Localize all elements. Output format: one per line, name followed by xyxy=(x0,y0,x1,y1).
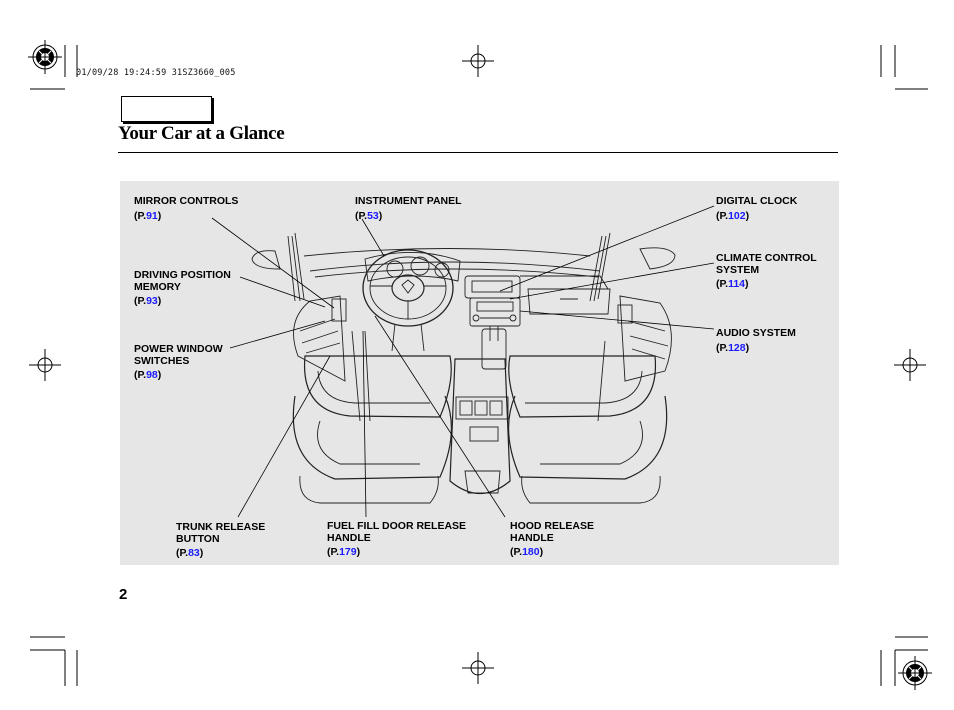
callout-power-window-switches: POWER WINDOW SWITCHES (P.98) xyxy=(134,343,223,381)
callout-leader-lines xyxy=(211,205,715,518)
callout-audio-system: AUDIO SYSTEM (P.128) xyxy=(716,327,796,354)
section-tab-box xyxy=(121,96,212,122)
page-reference-number: 91 xyxy=(146,209,158,222)
page-reference-number: 98 xyxy=(146,369,158,381)
print-timestamp: 01/09/28 19:24:59 31SZ3660_005 xyxy=(76,68,236,78)
callout-label: POWER WINDOW SWITCHES xyxy=(134,343,223,367)
page-title: Your Car at a Glance xyxy=(118,123,285,144)
page-reference-number: 93 xyxy=(146,295,158,307)
page-reference-number: 114 xyxy=(728,278,746,290)
page-reference[interactable]: (P.93) xyxy=(134,295,162,307)
callout-fuel-fill-door-release-handle: FUEL FILL DOOR RELEASE HANDLE (P.179) xyxy=(327,520,467,558)
callout-label: TRUNK RELEASE BUTTON xyxy=(176,521,266,545)
callout-label: HOOD RELEASE HANDLE xyxy=(510,520,595,544)
page-reference[interactable]: (P.180) xyxy=(510,546,544,558)
callout-label: DIGITAL CLOCK xyxy=(716,195,798,207)
page-reference-number: 53 xyxy=(367,209,379,222)
car-interior-illustration xyxy=(211,205,715,518)
callout-digital-clock: DIGITAL CLOCK (P.102) xyxy=(716,195,798,222)
page-reference[interactable]: (P.53) xyxy=(355,209,383,222)
page-reference-number: 83 xyxy=(188,547,200,559)
page-reference[interactable]: (P.114) xyxy=(716,278,749,290)
page-reference[interactable]: (P.102) xyxy=(716,209,750,222)
callout-instrument-panel: INSTRUMENT PANEL (P.53) xyxy=(355,195,462,222)
page-reference[interactable]: (P.83) xyxy=(176,547,204,559)
callout-hood-release-handle: HOOD RELEASE HANDLE (P.180) xyxy=(510,520,595,558)
callout-trunk-release-button: TRUNK RELEASE BUTTON (P.83) xyxy=(176,521,266,559)
callout-label: INSTRUMENT PANEL xyxy=(355,195,462,207)
page-reference[interactable]: (P.179) xyxy=(327,546,361,558)
page-reference-number: 128 xyxy=(728,341,746,354)
callout-label: MIRROR CONTROLS xyxy=(134,195,239,207)
callout-label: FUEL FILL DOOR RELEASE HANDLE xyxy=(327,520,467,544)
page-reference-number: 180 xyxy=(522,546,540,558)
registration-crosshair-icon xyxy=(462,45,494,77)
page-reference-number: 179 xyxy=(339,546,357,558)
callout-climate-control-system: CLIMATE CONTROL SYSTEM (P.114) xyxy=(716,252,817,290)
callout-label: AUDIO SYSTEM xyxy=(716,327,796,339)
registration-target-icon xyxy=(28,40,62,74)
illustration-panel xyxy=(120,181,839,565)
callout-label: CLIMATE CONTROL SYSTEM xyxy=(716,252,817,276)
callout-label: DRIVING POSITION MEMORY xyxy=(134,269,231,293)
page-reference-number: 102 xyxy=(728,209,746,222)
page-reference[interactable]: (P.98) xyxy=(134,369,162,381)
page-reference[interactable]: (P.91) xyxy=(134,209,162,222)
title-divider xyxy=(118,152,838,153)
callout-mirror-controls: MIRROR CONTROLS (P.91) xyxy=(134,195,239,222)
callout-driving-position-memory: DRIVING POSITION MEMORY (P.93) xyxy=(134,269,231,307)
page-reference[interactable]: (P.128) xyxy=(716,341,750,354)
page-number: 2 xyxy=(119,586,128,603)
